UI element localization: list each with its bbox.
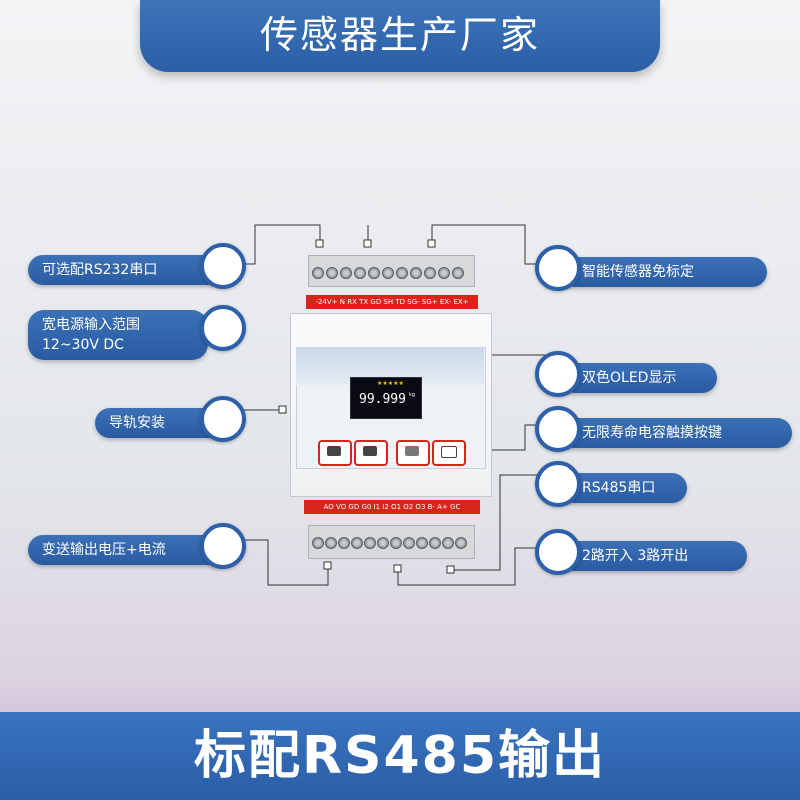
- feature-calibration-bullet: [535, 245, 581, 291]
- feature-oled: 双色OLED显示: [560, 363, 717, 393]
- bottom-terminal-labels: AO VO GD G0 I1 I2 O1 O2 O3 B- A+ GC: [304, 500, 480, 514]
- feature-rs232-label: 可选配RS232串口: [42, 262, 158, 278]
- feature-power-label: 宽电源输入范围: [42, 317, 140, 333]
- feature-oled-bullet: [535, 351, 581, 397]
- oled-display: ★★★★★ 99.999 kg: [350, 377, 422, 419]
- feature-rs232: 可选配RS232串口: [28, 255, 222, 285]
- top-screws: [312, 267, 472, 281]
- feature-rs232-bullet: [200, 243, 246, 289]
- top-terminal-labels: -24V+ N RX TX GD SH TD SG- SG+ EX- EX+: [306, 295, 478, 309]
- feature-output-bullet: [200, 523, 246, 569]
- feature-power: 宽电源输入范围 12~30V DC: [28, 310, 208, 360]
- feature-calibration: 智能传感器免标定: [560, 257, 767, 287]
- oled-stars: ★★★★★: [377, 380, 404, 387]
- footer-title: 标配RS485输出: [193, 726, 607, 786]
- touch-button-2[interactable]: [354, 440, 388, 466]
- touch-button-4[interactable]: [432, 440, 466, 466]
- feature-io-label: 2路开入 3路开出: [582, 548, 689, 564]
- feature-rs485-label: RS485串口: [582, 480, 656, 496]
- feature-calibration-label: 智能传感器免标定: [582, 264, 694, 280]
- feature-power-bullet: [200, 305, 246, 351]
- bottom-banner: 标配RS485输出: [0, 712, 800, 800]
- header-title: 传感器生产厂家: [259, 13, 540, 57]
- feature-io-bullet: [535, 529, 581, 575]
- touch-button-1[interactable]: [318, 440, 352, 466]
- oled-value: 99.999: [359, 392, 406, 407]
- feature-rs485: RS485串口: [560, 473, 687, 503]
- bottom-screws: [312, 537, 472, 551]
- top-banner: 传感器生产厂家: [140, 0, 660, 72]
- oled-unit: kg: [409, 392, 416, 398]
- feature-rs485-bullet: [535, 461, 581, 507]
- feature-oled-label: 双色OLED显示: [582, 370, 677, 386]
- feature-power-range: 12~30V DC: [42, 337, 124, 353]
- feature-rail-bullet: [200, 396, 246, 442]
- touch-button-3[interactable]: [396, 440, 430, 466]
- feature-rail-label: 导轨安装: [109, 415, 165, 431]
- feature-output-label: 变送输出电压+电流: [42, 542, 166, 558]
- feature-touch-label: 无限寿命电容触摸按键: [582, 425, 722, 441]
- feature-touch: 无限寿命电容触摸按键: [560, 418, 792, 448]
- feature-output: 变送输出电压+电流: [28, 535, 232, 565]
- feature-io: 2路开入 3路开出: [560, 541, 747, 571]
- feature-touch-bullet: [535, 406, 581, 452]
- sensor-device: -24V+ N RX TX GD SH TD SG- SG+ EX- EX+ ★…: [290, 255, 492, 565]
